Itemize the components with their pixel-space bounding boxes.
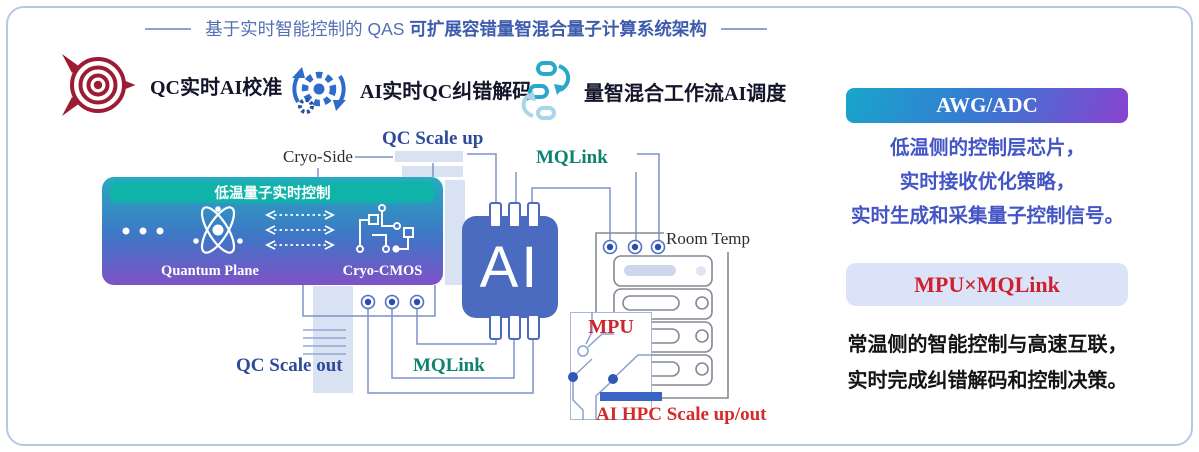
title-divider-right	[720, 27, 767, 30]
awg-adc-header: AWG/ADC	[846, 88, 1128, 123]
qc-scale-up-label: QC Scale up	[382, 128, 484, 149]
cryo-cmos-label: Cryo-CMOS	[342, 263, 423, 279]
scale-out-lines	[303, 329, 346, 355]
gear-decode-icon	[292, 67, 346, 114]
mpu-description: 常温侧的智能控制与高速互联， 实时完成纠错解码和控制决策。	[835, 327, 1140, 399]
awg-line-2: 实时接收优化策略，	[899, 171, 1076, 193]
chip-pins	[489, 202, 540, 340]
ai-chip: AI	[462, 216, 558, 318]
server-rack-slots	[622, 265, 709, 377]
workflow-schedule-icon	[521, 61, 571, 120]
cryo-side-label: Cryo-Side	[283, 147, 353, 166]
awg-description: 低温侧的控制层芯片， 实时接收优化策略， 实时生成和采集量子控制信号。	[840, 131, 1135, 233]
awg-line-3: 实时生成和采集量子控制信号。	[850, 205, 1124, 227]
page-title: 基于实时智能控制的 QAS 可扩展容错量智混合量子计算系统架构	[205, 16, 707, 41]
page-title-bold: 可扩展容错量智混合量子计算系统架构	[409, 19, 707, 39]
legend-label-calibration: QC实时AI校准	[150, 76, 283, 99]
mqlink-top-label: MQLink	[536, 147, 608, 168]
legend-item-decode: AI实时QC纠错解码	[290, 60, 532, 118]
awg-line-1: 低温侧的控制层芯片，	[889, 137, 1085, 159]
ai-hpc-scale-label: AI HPC Scale up/out	[596, 404, 767, 425]
hpc-link-bar	[600, 392, 662, 401]
bidirectional-arrows-icon	[264, 210, 336, 250]
page-title-normal: 基于实时智能控制的 QAS	[205, 19, 410, 39]
ellipsis-dots-icon	[122, 227, 164, 235]
outer-frame	[6, 6, 1193, 446]
mpu-circuit-icon	[568, 312, 652, 420]
mqlink-bottom-label: MQLink	[413, 355, 485, 376]
legend-item-schedule: 量智混合工作流AI调度	[518, 60, 786, 122]
quantum-plane-label: Quantum Plane	[161, 263, 259, 279]
cryo-box-header: 低温量子实时控制	[110, 182, 435, 203]
cryo-box-art	[122, 204, 414, 254]
title-divider-left	[145, 27, 192, 30]
legend-label-schedule: 量智混合工作流AI调度	[584, 82, 787, 105]
legend-item-calibration: QC实时AI校准	[60, 50, 282, 120]
mqlink-connector-dots	[360, 239, 666, 310]
mpu-line-1: 常温侧的智能控制与高速互联，	[847, 334, 1128, 356]
target-calibration-icon	[62, 54, 136, 116]
diagram-title-row: 基于实时智能控制的 QAS 可扩展容错量智混合量子计算系统架构	[145, 16, 767, 41]
room-temp-label: Room Temp	[666, 229, 750, 248]
mpu-line-2: 实时完成纠错解码和控制决策。	[847, 370, 1128, 392]
server-rack	[595, 232, 729, 399]
qc-scale-out-label: QC Scale out	[236, 355, 343, 376]
circuit-icon	[356, 204, 414, 253]
legend-label-decode: AI实时QC纠错解码	[360, 80, 533, 103]
atom-icon	[193, 206, 243, 254]
mpu-label: MPU	[588, 316, 634, 338]
mpu-mqlink-header: MPU×MQLink	[846, 263, 1128, 306]
connector-wires	[302, 153, 660, 394]
